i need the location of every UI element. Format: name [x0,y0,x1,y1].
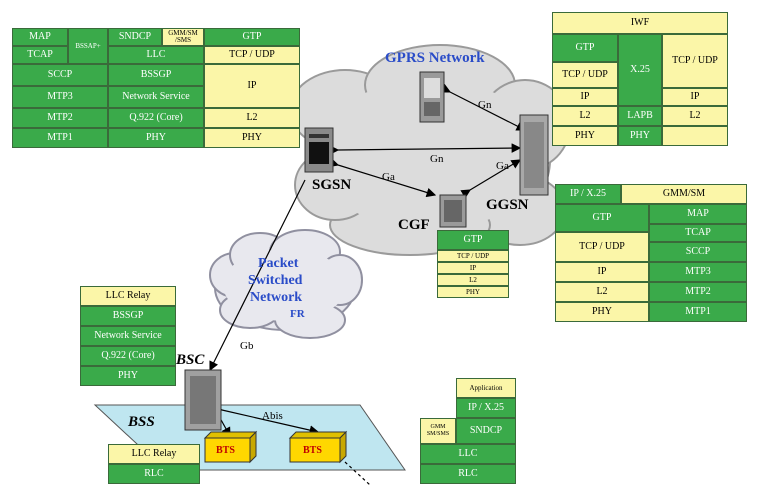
cell-cgf-ip: IP [437,262,509,274]
cell-iwf-l2-right: L2 [662,106,728,126]
cell-phy-right: PHY [204,128,300,148]
cell-ggsn-mtp2: MTP2 [649,282,747,302]
cell-bsc-network-service: Network Service [80,326,176,346]
cell-x25: X.25 [618,34,662,106]
cell-bssgp: BSSGP [108,64,204,86]
cell-cgf-gtp: GTP [437,230,509,250]
ga-right-label: Ga [496,160,509,172]
cell-iwf-empty [662,126,728,146]
cell-mtp1: MTP1 [12,128,108,148]
cell-iwf-ip-right: IP [662,88,728,106]
cell-gtp: GTP [204,28,300,46]
cell-bsc-q922: Q.922 (Core) [80,346,176,366]
cell-ggsn-sccp: SCCP [649,242,747,262]
bts-label-2: BTS [303,445,322,456]
cell-ms-gmm-sm-sms: GMM SM/SMS [420,418,456,444]
cell-mtp2: MTP2 [12,108,108,128]
bsc-server-icon [184,369,222,431]
cell-network-service: Network Service [108,86,204,108]
cell-sndcp: SNDCP [108,28,162,46]
cell-ggsn-ip: IP [555,262,649,282]
cell-tcpudp: TCP / UDP [204,46,300,64]
cell-ms-sndcp: SNDCP [456,418,516,444]
ggsn-server-icon [519,114,549,196]
cell-ggsn-gmmsm: GMM/SM [621,184,747,204]
cell-bsc-bssgp: BSSGP [80,306,176,326]
cell-bsc-llc-relay: LLC Relay [80,286,176,306]
ggsn-label: GGSN [486,197,529,213]
cell-ggsn-mtp1: MTP1 [649,302,747,322]
cell-q922: Q.922 (Core) [108,108,204,128]
cell-ip: IP [204,64,300,108]
gprs-network-label: GPRS Network [385,50,485,66]
psn-fr-label: FR [290,308,305,320]
cell-lapb: LAPB [618,106,662,126]
abis-label: Abis [262,410,283,422]
cell-cgf-tcpudp: TCP / UDP [437,250,509,262]
cell-ms-llc: LLC [420,444,516,464]
cell-iwf-gtp: GTP [552,34,618,62]
sgsn-label: SGSN [312,177,352,193]
cell-bss-rlc: RLC [108,464,200,484]
cell-phy-mid: PHY [108,128,204,148]
cell-ms-ipx25: IP / X.25 [456,398,516,418]
gn-mid-label: Gn [430,153,444,165]
psn-label-1: Packet [258,256,299,271]
ga-left-label: Ga [382,171,395,183]
cell-l2: L2 [204,108,300,128]
cell-ggsn-phy: PHY [555,302,649,322]
cell-map: MAP [12,28,68,46]
cell-iwf-ip-left: IP [552,88,618,106]
cell-iwf-phy-mid: PHY [618,126,662,146]
cell-ggsn-ipx25: IP / X.25 [555,184,621,204]
gb-label: Gb [240,340,254,352]
cell-ms-application: Application [456,378,516,398]
bts-box-1 [203,430,258,464]
top-server-icon [419,71,445,123]
cell-mtp3: MTP3 [12,86,108,108]
cell-sccp: SCCP [12,64,108,86]
bss-label: BSS [128,414,155,430]
cell-llc: LLC [108,46,204,64]
cell-iwf-l2-left: L2 [552,106,618,126]
cell-iwf: IWF [552,12,728,34]
cell-ggsn-gtp: GTP [555,204,649,232]
psn-label-3: Network [250,290,303,305]
psn-label-2: Switched [248,273,303,288]
cgf-server-icon [439,194,467,228]
cell-ggsn-tcpudp: TCP / UDP [555,232,649,262]
bts-label-1: BTS [216,445,235,456]
cell-gmmsm: GMM/SM /SMS [162,28,204,46]
bts-box-2 [288,430,348,464]
gn-top-label: Gn [478,99,492,111]
cell-cgf-l2: L2 [437,274,509,286]
cell-cgf-phy: PHY [437,286,509,298]
cell-iwf-tcpudp-left: TCP / UDP [552,62,618,88]
cell-ggsn-mtp3: MTP3 [649,262,747,282]
cgf-label: CGF [398,217,430,233]
cell-ggsn-tcap: TCAP [649,224,747,242]
cell-iwf-phy-left: PHY [552,126,618,146]
sgsn-server-icon [304,127,334,173]
cell-bsc-phy: PHY [80,366,176,386]
cell-iwf-tcpudp-right: TCP / UDP [662,34,728,88]
cell-bssap: BSSAP+ [68,28,108,64]
cell-ms-rlc: RLC [420,464,516,484]
cell-bss-llc-relay: LLC Relay [108,444,200,464]
cell-tcap: TCAP [12,46,68,64]
bsc-label: BSC [176,352,205,368]
cell-ggsn-map: MAP [649,204,747,224]
cell-ggsn-l2: L2 [555,282,649,302]
